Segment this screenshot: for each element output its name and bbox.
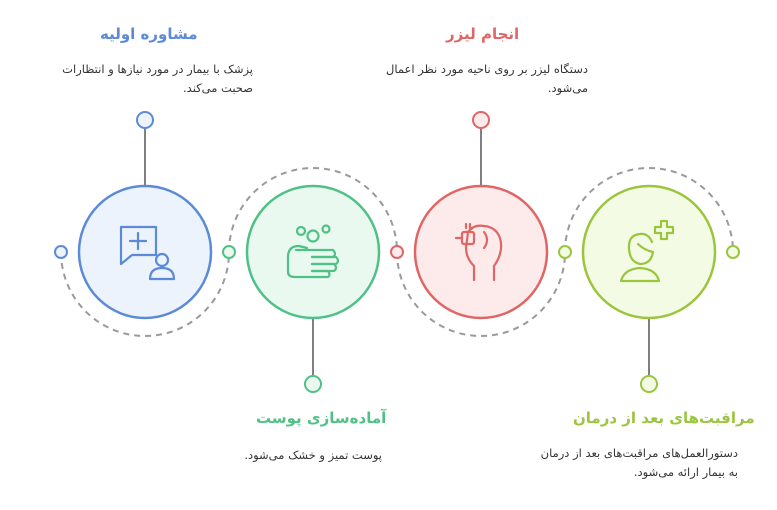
step-1-top-dot [136,111,154,129]
dashed-arc-3 [396,251,566,337]
step-4-left-dot [558,245,572,259]
aftercare-person-icon [619,219,675,283]
dashed-arc-4 [564,167,734,253]
step-4-node [558,184,740,393]
step-3-side-dot [390,245,404,259]
laser-hand-icon [454,222,503,282]
step-3-node [390,111,549,320]
step-2-title: آماده‌سازی پوست [256,409,387,427]
step-3-circle [413,184,549,320]
step-2-description: پوست تمیز و خشک می‌شود. [244,448,382,462]
dashed-connectors [60,167,734,337]
consultation-icon [119,225,176,281]
dashed-arc-1 [60,251,230,337]
step-4-right-dot [726,245,740,259]
dashed-arc-2 [228,167,398,253]
step-1-description: پزشک با بیمار در مورد نیازها و انتظارات … [62,62,253,95]
step-2-circle [245,184,381,320]
step-4-bottom-dot [640,375,658,393]
step-2-side-dot [222,245,236,259]
step-1-title: مشاوره اولیه [100,25,198,43]
step-4-title: مراقبت‌های بعد از درمان [573,409,755,427]
step-2-bottom-dot [304,375,322,393]
step-1-node [54,111,213,320]
hand-washing-icon [286,224,340,279]
step-4-description: دستورالعمل‌های مراقبت‌های بعد از درمان ب… [540,446,738,479]
step-1-circle [77,184,213,320]
step-3-top-dot [472,111,490,129]
step-2-node [222,184,381,393]
step-3-description: دستگاه لیزر بر روی ناحیه مورد نظر اعمال … [386,62,588,95]
step-3-title: انجام لیزر [446,25,520,43]
step-1-side-dot [54,245,68,259]
